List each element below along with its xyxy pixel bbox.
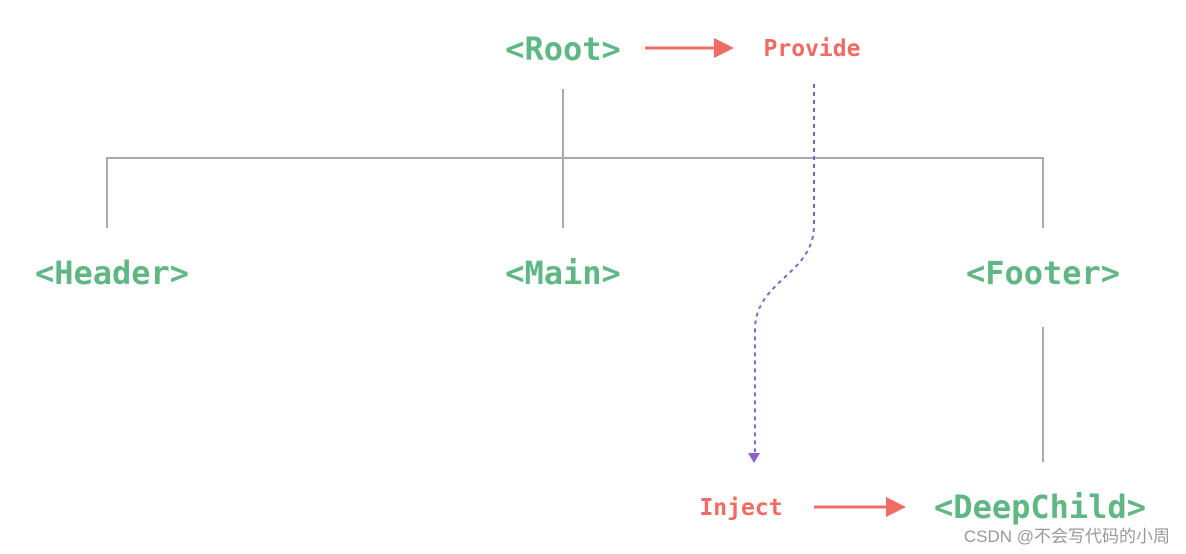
- header-node: <Header>: [35, 254, 189, 292]
- footer-node: <Footer>: [966, 254, 1120, 292]
- inject-arrow: [814, 497, 906, 517]
- deepchild-node: <DeepChild>: [934, 488, 1146, 526]
- inject-label: Inject: [699, 495, 782, 521]
- root-node: <Root>: [505, 30, 621, 68]
- arrowhead-down-icon: [748, 453, 760, 463]
- watermark: CSDN @不会写代码的小周: [964, 527, 1170, 546]
- tree-connectors: [106, 89, 1044, 462]
- provide-arrow: [645, 38, 734, 58]
- main-node: <Main>: [505, 254, 621, 292]
- inject-path: [748, 84, 815, 463]
- provide-label: Provide: [764, 36, 861, 62]
